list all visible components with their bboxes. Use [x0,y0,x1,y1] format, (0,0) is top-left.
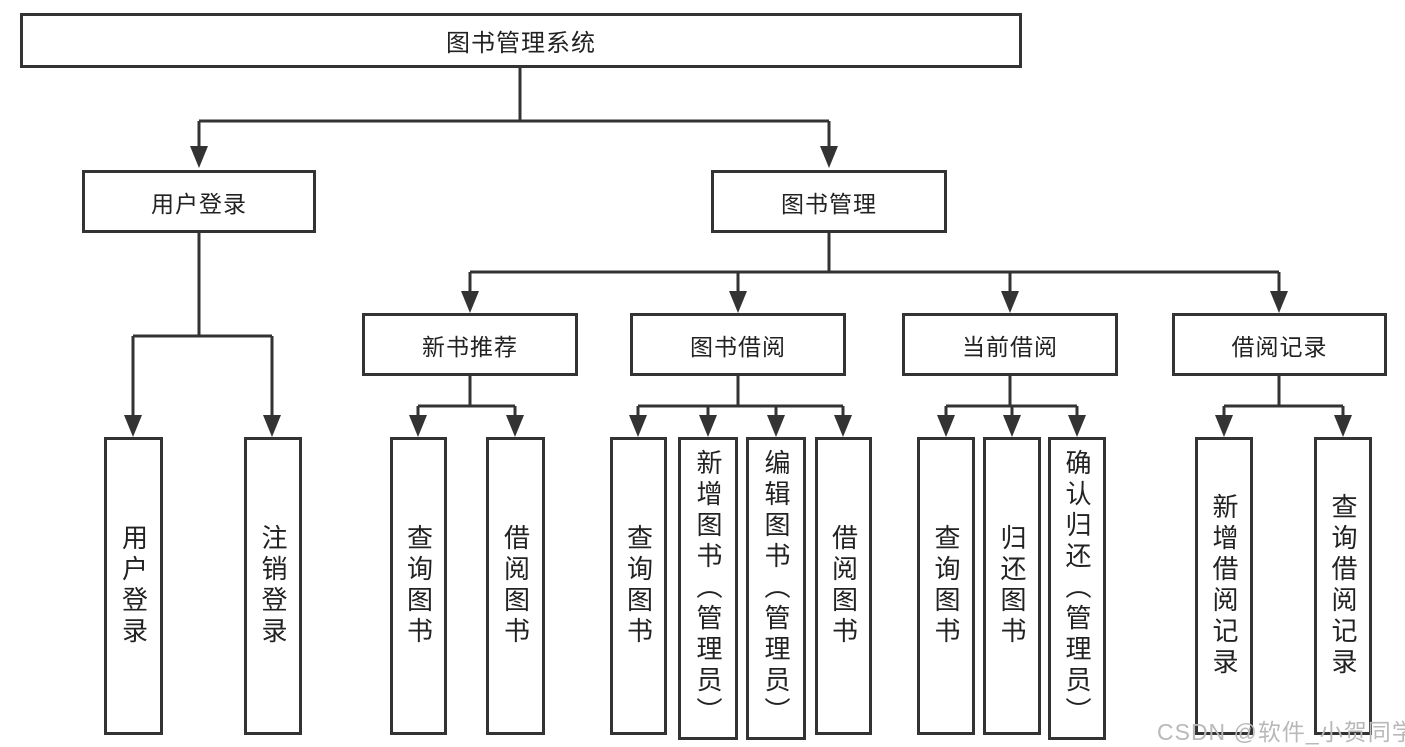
leaf-query-borrow-record-label: 查询借阅记录 [1328,493,1358,679]
node-book-management-label: 图书管理 [781,190,877,217]
arrowheads [124,146,1352,437]
leaf-add-borrow-record: 新增借阅记录 [1195,437,1253,735]
leaf-borrow-book-borrow: 借阅图书 [815,437,872,735]
node-borrow-records: 借阅记录 [1172,313,1387,376]
leaf-add-book-admin-label: 新增图书（管理员） [693,449,723,728]
node-book-borrow: 图书借阅 [630,313,846,376]
leaf-query-book-recommend: 查询图书 [390,437,447,735]
leaf-logout-label: 注销登录 [258,524,288,648]
leaf-borrow-book-borrow-label: 借阅图书 [828,524,859,648]
node-new-book-recommend: 新书推荐 [362,313,578,376]
node-root: 图书管理系统 [20,13,1022,68]
leaf-logout: 注销登录 [244,437,302,735]
leaf-user-login: 用户登录 [104,437,163,735]
node-current-borrow: 当前借阅 [902,313,1118,376]
node-root-label: 图书管理系统 [446,30,596,57]
leaf-edit-book-admin-label: 编辑图书（管理员） [761,449,791,728]
node-book-management: 图书管理 [711,170,947,233]
node-book-borrow-label: 图书借阅 [690,333,786,360]
leaf-query-book-current-label: 查询图书 [931,524,961,648]
leaf-borrow-book-recommend-label: 借阅图书 [500,524,531,648]
leaf-query-book-borrow: 查询图书 [610,437,667,735]
leaf-edit-book-admin: 编辑图书（管理员） [746,437,806,740]
csdn-watermark: CSDN @软件_小贺同学 [1157,719,1405,745]
leaf-query-book-current: 查询图书 [917,437,975,735]
node-new-book-recommend-label: 新书推荐 [422,333,518,360]
leaf-borrow-book-recommend: 借阅图书 [486,437,545,735]
leaf-add-book-admin: 新增图书（管理员） [678,437,738,740]
node-borrow-records-label: 借阅记录 [1231,333,1328,360]
node-user-login: 用户登录 [82,170,316,233]
leaf-user-login-label: 用户登录 [118,524,149,648]
leaf-query-book-borrow-label: 查询图书 [623,524,654,648]
node-user-login-label: 用户登录 [151,190,247,217]
leaf-return-book: 归还图书 [983,437,1041,735]
leaf-query-book-recommend-label: 查询图书 [403,524,434,648]
leaf-confirm-return-admin-label: 确认归还（管理员） [1062,449,1092,728]
leaf-add-borrow-record-label: 新增借阅记录 [1209,493,1239,679]
leaf-return-book-label: 归还图书 [997,524,1027,648]
leaf-confirm-return-admin: 确认归还（管理员） [1048,437,1106,740]
node-current-borrow-label: 当前借阅 [962,333,1058,360]
leaf-query-borrow-record: 查询借阅记录 [1314,437,1372,735]
